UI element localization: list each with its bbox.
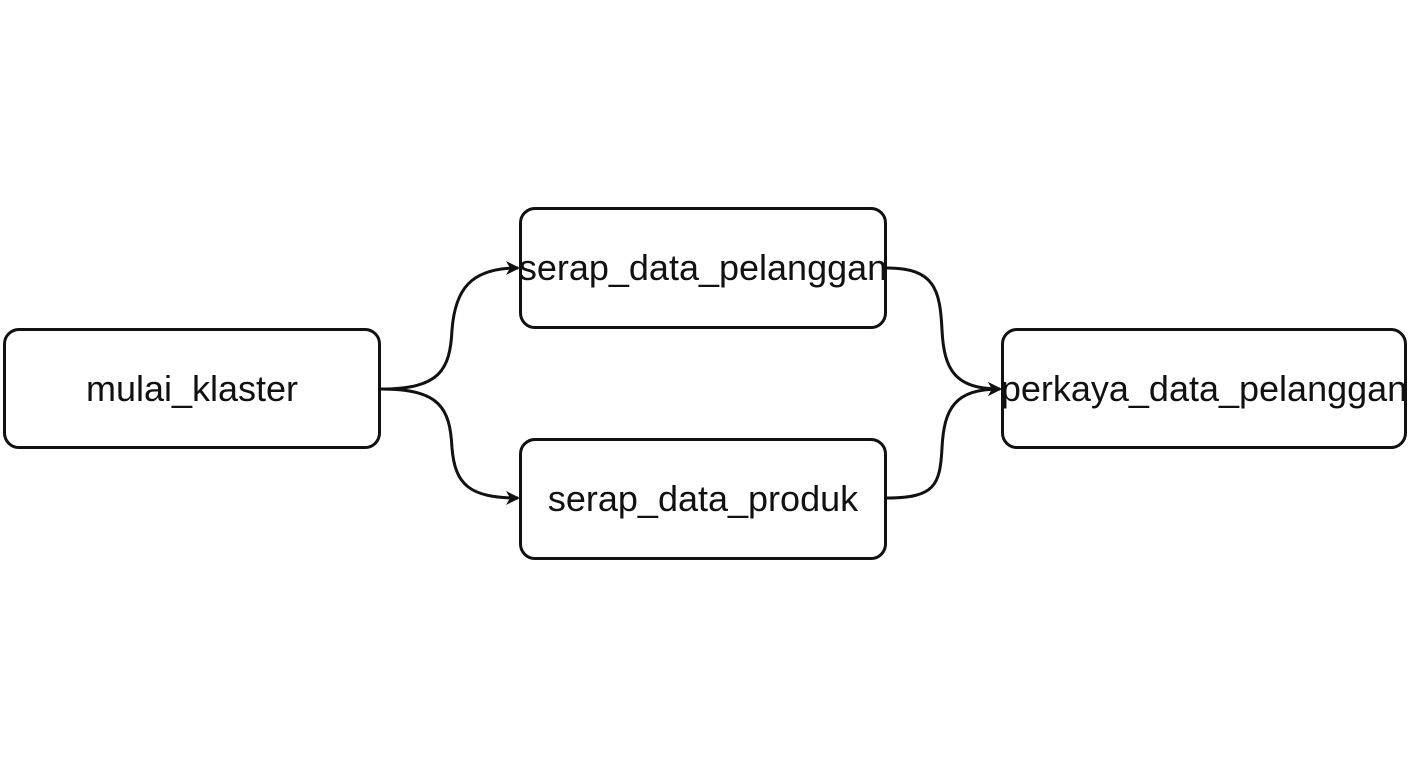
node-ingest-customers[interactable]: serap_data_pelanggan [519,207,887,329]
node-label: serap_data_pelanggan [518,247,888,288]
node-ingest-products[interactable]: serap_data_produk [519,438,887,560]
node-start[interactable]: mulai_klaster [3,328,381,449]
node-label: perkaya_data_pelanggan [1000,367,1408,409]
node-label: serap_data_produk [547,478,859,519]
edge-start-to-ingest-customers [380,261,520,391]
edge-ingest-customers-to-enrich [886,266,1002,396]
edge-start-to-ingest-products [380,387,520,505]
node-label: mulai_klaster [85,367,299,409]
edge-ingest-products-to-enrich [886,382,1002,500]
node-enrich-customers[interactable]: perkaya_data_pelanggan [1001,328,1407,449]
